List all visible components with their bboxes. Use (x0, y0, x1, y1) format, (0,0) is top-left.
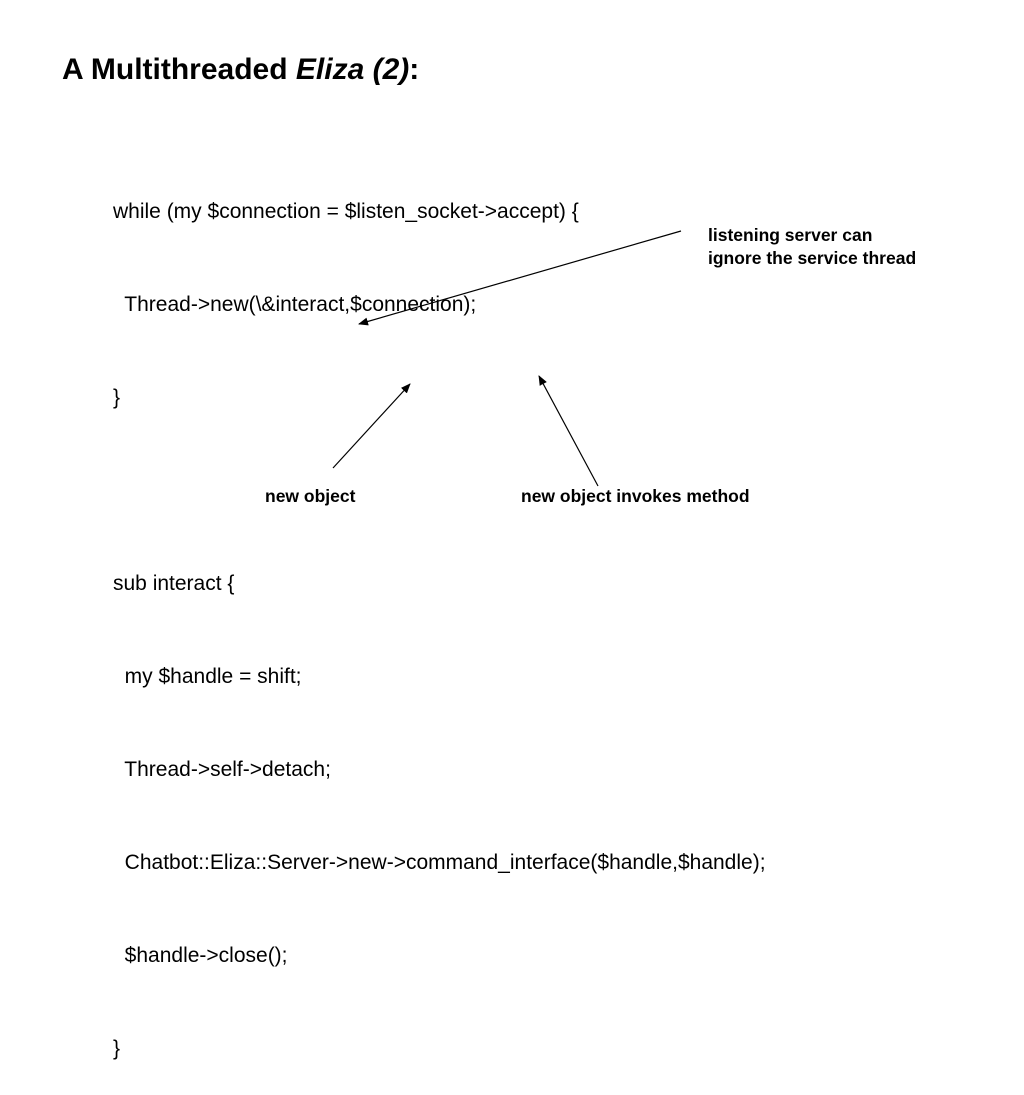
arrow-to-new (332, 383, 411, 469)
code-line: $handle->close(); (113, 944, 288, 967)
annotation-listening-server: listening server can ignore the service … (708, 225, 917, 268)
arrow-to-detach (358, 230, 682, 326)
arrow-to-command-interface (538, 375, 599, 487)
code-line: } (113, 1037, 121, 1060)
annotation-arrows (332, 230, 682, 487)
annotation-invokes-method: new object invokes method (521, 486, 750, 506)
slide-title-italic: Eliza (2) (295, 53, 410, 86)
code-line: my $handle = shift; (113, 665, 302, 688)
slide-title-main: A Multithreaded (62, 53, 296, 86)
slide-title-colon: : (409, 53, 420, 86)
slide-title: A Multithreaded Eliza (2): (62, 50, 419, 90)
code-line: Thread->new(\&interact,$connection); (113, 293, 477, 316)
annotation-new-object: new object (265, 486, 356, 506)
code-line: sub interact { (113, 572, 235, 595)
code-line: Chatbot::Eliza::Server->new->command_int… (113, 851, 766, 874)
code-line: while (my $connection = $listen_socket->… (113, 200, 579, 223)
code-line: } (113, 386, 121, 409)
